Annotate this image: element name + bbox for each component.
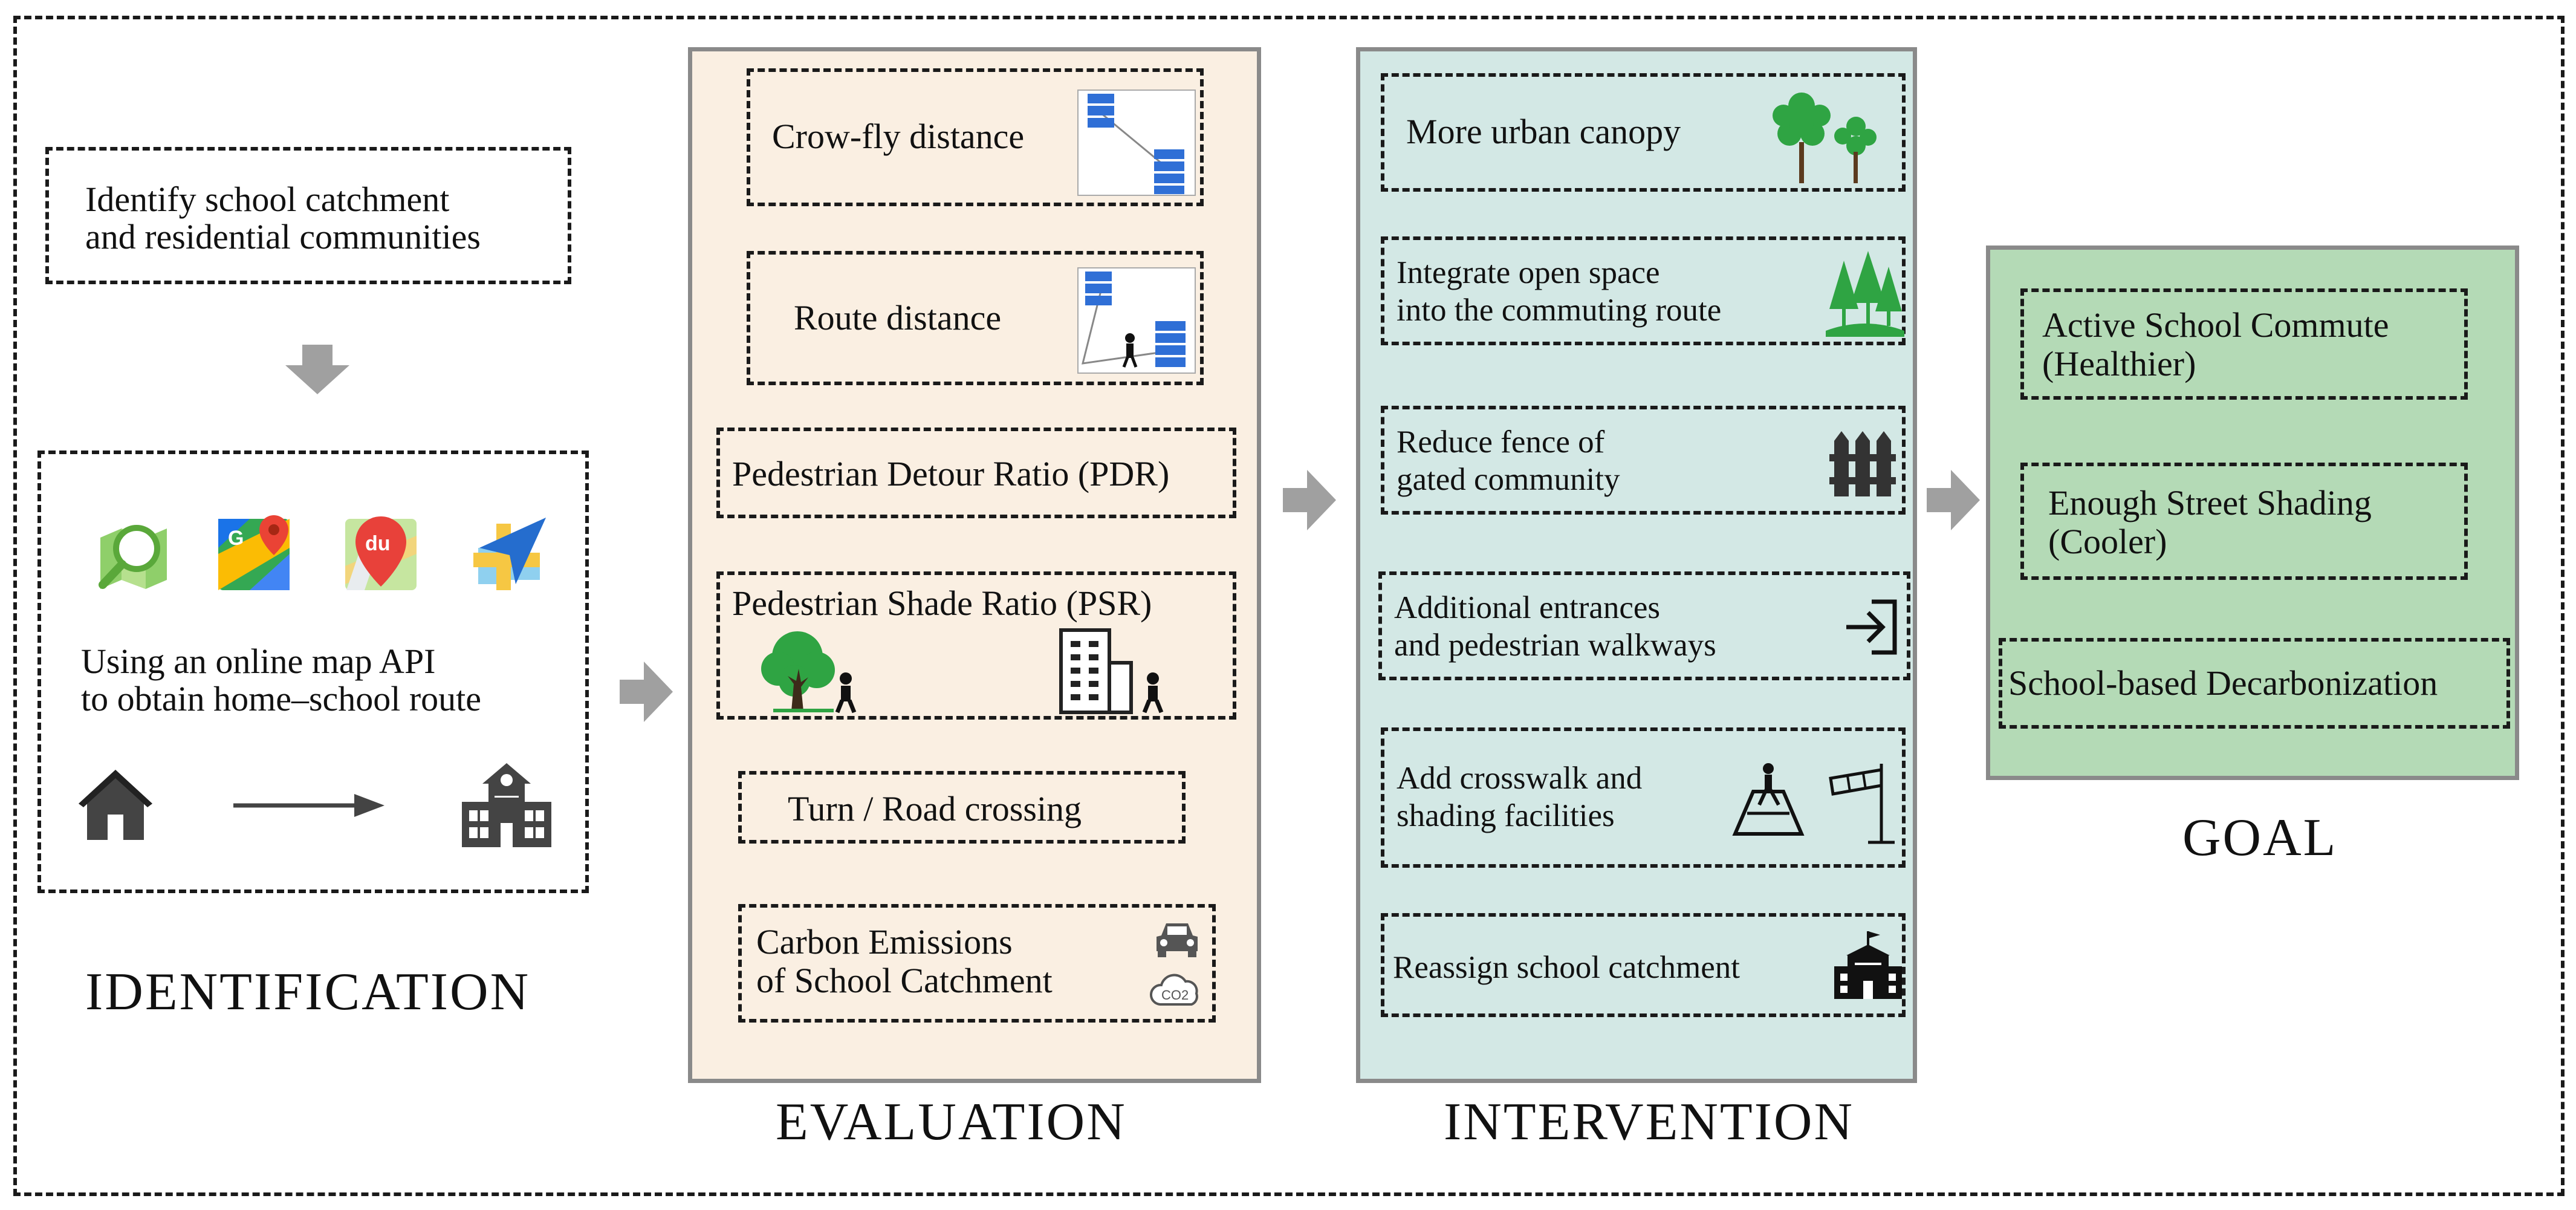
school-icon <box>462 763 551 847</box>
google-maps-icon: G <box>218 515 290 590</box>
map-api-line2: to obtain home–school route <box>81 679 482 718</box>
identify-catchment-box: Identify school catchment and residentia… <box>45 147 571 284</box>
street-shading-line2: (Cooler) <box>2048 522 2167 561</box>
home-icon <box>79 770 152 840</box>
active-commute-box: Active School Commute (Healthier) <box>2020 288 2468 400</box>
open-space-line1: Integrate open space <box>1397 255 1660 290</box>
identification-title: IDENTIFICATION <box>85 963 531 1021</box>
psr-box: Pedestrian Shade Ratio (PSR) <box>716 571 1236 720</box>
car-icon <box>1157 923 1198 957</box>
map-navigation-icon <box>473 518 546 590</box>
map-api-line1: Using an online map API <box>81 642 436 681</box>
crosswalk-line1: Add crosswalk and <box>1397 761 1643 796</box>
urban-canopy-box: More urban canopy <box>1381 73 1906 192</box>
map-api-box: G du Using an online map API to obtain h… <box>37 450 589 893</box>
shade-canopy-icon <box>1829 764 1895 844</box>
right-arrow-icon <box>1927 470 1980 530</box>
crosswalk-box: Add crosswalk and shading facilities <box>1381 727 1906 868</box>
reassign-label: Reassign school catchment <box>1393 950 1741 985</box>
crow-fly-distance-icon <box>1077 89 1196 196</box>
crow-fly-box: Crow-fly distance <box>747 68 1204 206</box>
carbon-emissions-box: Carbon Emissions of School Catchment CO2 <box>738 904 1216 1023</box>
route-arrow-icon <box>233 794 384 817</box>
svg-text:G: G <box>228 527 244 550</box>
turn-crossing-box: Turn / Road crossing <box>738 771 1186 844</box>
carbon-line1: Carbon Emissions <box>756 922 1013 961</box>
open-space-box: Integrate open space into the commuting … <box>1381 236 1906 345</box>
crosswalk-line2: shading facilities <box>1397 798 1615 833</box>
decarbonization-label: School-based Decarbonization <box>2008 663 2438 703</box>
goal-panel: Active School Commute (Healthier) Enough… <box>1986 246 2519 780</box>
identify-catchment-line1: Identify school catchment <box>85 180 450 219</box>
identify-catchment-line2: and residential communities <box>85 217 481 256</box>
route-distance-label: Route distance <box>794 298 1002 337</box>
enter-icon <box>1846 599 1897 655</box>
reduce-fence-line1: Reduce fence of <box>1397 424 1605 460</box>
route-distance-icon <box>1077 267 1196 374</box>
magnifier-map-icon <box>99 525 167 589</box>
turn-crossing-label: Turn / Road crossing <box>788 789 1082 828</box>
psr-label: Pedestrian Shade Ratio (PSR) <box>732 584 1152 623</box>
forest-icon <box>1826 251 1904 337</box>
fence-icon <box>1829 431 1896 496</box>
urban-canopy-label: More urban canopy <box>1406 112 1681 151</box>
intervention-title: INTERVENTION <box>1444 1093 1855 1151</box>
crosswalk-icon <box>1732 763 1805 836</box>
route-distance-box: Route distance <box>747 251 1204 385</box>
trees-icon <box>1773 93 1877 183</box>
decarbonization-box: School-based Decarbonization <box>1999 638 2510 729</box>
crow-fly-label: Crow-fly distance <box>772 117 1025 156</box>
intervention-panel: More urban canopy Integrate open space i… <box>1356 47 1917 1083</box>
school-building-icon <box>1834 931 1902 999</box>
reduce-fence-line2: gated community <box>1397 462 1620 497</box>
entrances-box: Additional entrances and pedestrian walk… <box>1378 571 1910 680</box>
reassign-catchment-box: Reassign school catchment <box>1381 913 1906 1017</box>
carbon-line2: of School Catchment <box>756 961 1053 1000</box>
active-commute-line2: (Healthier) <box>2042 344 2196 383</box>
open-space-line2: into the commuting route <box>1397 293 1722 328</box>
entrances-line2: and pedestrian walkways <box>1394 628 1716 663</box>
svg-text:du: du <box>365 532 391 555</box>
tree-pedestrian-icon <box>761 631 857 714</box>
pdr-box: Pedestrian Detour Ratio (PDR) <box>716 428 1236 518</box>
co2-cloud-icon: CO2 <box>1150 974 1198 1006</box>
outer-frame <box>13 16 2565 1196</box>
evaluation-title: EVALUATION <box>776 1093 1127 1151</box>
right-arrow-icon <box>620 662 673 722</box>
street-shading-box: Enough Street Shading (Cooler) <box>2020 463 2468 580</box>
down-arrow-icon <box>285 345 349 394</box>
reduce-fence-box: Reduce fence of gated community <box>1381 406 1906 515</box>
evaluation-panel: Crow-fly distance Route distance Pedestr… <box>688 47 1261 1083</box>
goal-title: GOAL <box>2182 808 2338 867</box>
street-shading-line1: Enough Street Shading <box>2048 483 2372 522</box>
building-pedestrian-icon <box>1059 628 1164 714</box>
co2-glyph: CO2 <box>1161 987 1189 1003</box>
active-commute-line1: Active School Commute <box>2042 305 2389 345</box>
right-arrow-icon <box>1283 470 1336 530</box>
pdr-label: Pedestrian Detour Ratio (PDR) <box>732 454 1170 493</box>
entrances-line1: Additional entrances <box>1394 590 1661 625</box>
baidu-map-icon: du <box>345 516 417 590</box>
